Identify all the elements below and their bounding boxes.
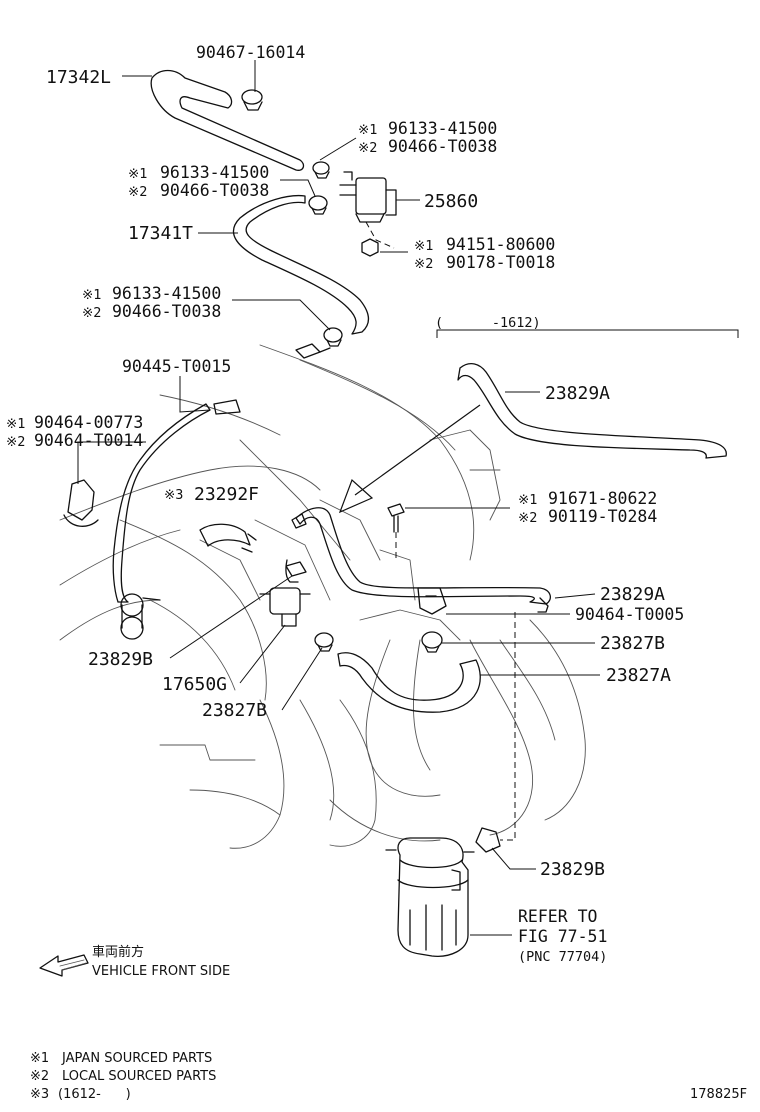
label-23292F: 23292F xyxy=(194,484,259,505)
label-90464-T0005: 90464-T0005 xyxy=(575,605,684,624)
label-96133-41500-c: 96133-41500 xyxy=(112,284,221,303)
refer-line-3: (PNC 77704) xyxy=(518,949,607,965)
label-90467-16014: 90467-16014 xyxy=(196,43,305,62)
clamp-96133-41500-a xyxy=(312,161,330,179)
mark-japan-b: ※1 xyxy=(128,166,147,182)
label-91671-80622: 91671-80622 xyxy=(548,489,657,508)
label-90119-T0284: 90119-T0284 xyxy=(548,507,657,526)
nut-94151-80600 xyxy=(361,238,379,257)
label-90445-T0015: 90445-T0015 xyxy=(122,357,231,376)
clamp-96133-41500-c xyxy=(323,327,343,347)
mark-s3: ※3 xyxy=(164,487,183,503)
label-90464-T0014: 90464-T0014 xyxy=(34,431,143,450)
hose-23827A xyxy=(337,652,481,713)
front-arrow-icon xyxy=(39,954,89,977)
mark-japan-a: ※1 xyxy=(358,122,377,138)
clip-23829B-bottom xyxy=(475,612,516,853)
engine-outline xyxy=(59,344,586,849)
mark-local-d: ※2 xyxy=(82,305,101,321)
mark-local-f: ※2 xyxy=(518,510,537,526)
mark-local-e: ※2 xyxy=(6,434,25,450)
label-23829B-left: 23829B xyxy=(88,649,153,670)
label-96133-41500-b: 96133-41500 xyxy=(160,163,269,182)
label-23827B-right: 23827B xyxy=(600,633,665,654)
mark-japan-c: ※1 xyxy=(414,238,433,254)
leader-lines xyxy=(77,60,600,936)
label-23829A-mid: 23829A xyxy=(600,584,665,605)
vsv-25860 xyxy=(339,171,397,249)
label-17650G: 17650G xyxy=(162,674,227,695)
bracket-90464-00773 xyxy=(63,479,99,527)
label-90466-T0038-a: 90466-T0038 xyxy=(388,137,497,156)
refer-line-2: FIG 77-51 xyxy=(518,927,607,946)
label-17342L: 17342L xyxy=(46,67,111,88)
vacuum-valve-left xyxy=(120,593,161,640)
direction-arrow xyxy=(338,404,481,514)
dashed-range-bracket xyxy=(436,329,739,338)
hose-90445-T0015 xyxy=(112,399,241,603)
refer-line-1: REFER TO xyxy=(518,907,597,926)
bolt-91671-80622 xyxy=(387,503,405,560)
footnote-legend: ※1 JAPAN SOURCED PARTS ※2 LOCAL SOURCED … xyxy=(30,1051,216,1102)
mark-japan-f: ※1 xyxy=(518,492,537,508)
label-23829A-top: 23829A xyxy=(545,383,610,404)
mark-local-a: ※2 xyxy=(358,140,377,156)
legend-range: (1612- ) xyxy=(58,1087,131,1102)
label-90466-T0038-c: 90466-T0038 xyxy=(112,302,221,321)
clamp-96133-41500-b xyxy=(308,195,328,215)
legend-japan-sourced: JAPAN SOURCED PARTS xyxy=(61,1051,212,1066)
clip-23829B-left xyxy=(285,513,307,577)
hose-17342L xyxy=(150,69,305,171)
bracket-90464-T0005 xyxy=(417,587,447,615)
label-23827A: 23827A xyxy=(606,665,671,686)
label-25860: 25860 xyxy=(424,191,478,212)
label-17341T: 17341T xyxy=(128,223,193,244)
part-labels: 90467-16014 17342L ※1 96133-41500 ※2 904… xyxy=(6,43,684,979)
legend-mark-3: ※3 xyxy=(30,1087,49,1102)
label-96133-41500-a: 96133-41500 xyxy=(388,119,497,138)
mark-local-c: ※2 xyxy=(414,256,433,272)
clamp-90467-16014 xyxy=(241,89,263,111)
hose-23829A-main xyxy=(295,507,551,613)
clamp-23827B-left xyxy=(314,632,334,652)
fitting-upper-intake xyxy=(295,343,331,359)
legend-mark-1: ※1 xyxy=(30,1051,49,1066)
mark-japan-d: ※1 xyxy=(82,287,101,303)
label-94151-80600: 94151-80600 xyxy=(446,235,555,254)
label-23829B-bottom: 23829B xyxy=(540,859,605,880)
label-range-1612: ( -1612) xyxy=(435,315,541,331)
sensor-17650G xyxy=(259,559,311,627)
bracket-23292F xyxy=(199,523,257,553)
clamp-23827B-right xyxy=(421,631,443,653)
hose-23829A-top xyxy=(457,362,727,459)
front-label-en: VEHICLE FRONT SIDE xyxy=(92,964,230,979)
figure-id: 178825F xyxy=(690,1087,747,1102)
front-label-jp: 車両前方 xyxy=(92,944,144,960)
label-90178-T0018: 90178-T0018 xyxy=(446,253,555,272)
legend-local-sourced: LOCAL SOURCED PARTS xyxy=(62,1069,216,1084)
legend-mark-2: ※2 xyxy=(30,1069,49,1084)
mark-japan-e: ※1 xyxy=(6,416,25,432)
charcoal-canister xyxy=(385,837,475,957)
label-90466-T0038-b: 90466-T0038 xyxy=(160,181,269,200)
mark-local-b: ※2 xyxy=(128,184,147,200)
label-23827B-left: 23827B xyxy=(202,700,267,721)
label-90464-00773: 90464-00773 xyxy=(34,413,143,432)
hose-17341T xyxy=(232,194,370,335)
